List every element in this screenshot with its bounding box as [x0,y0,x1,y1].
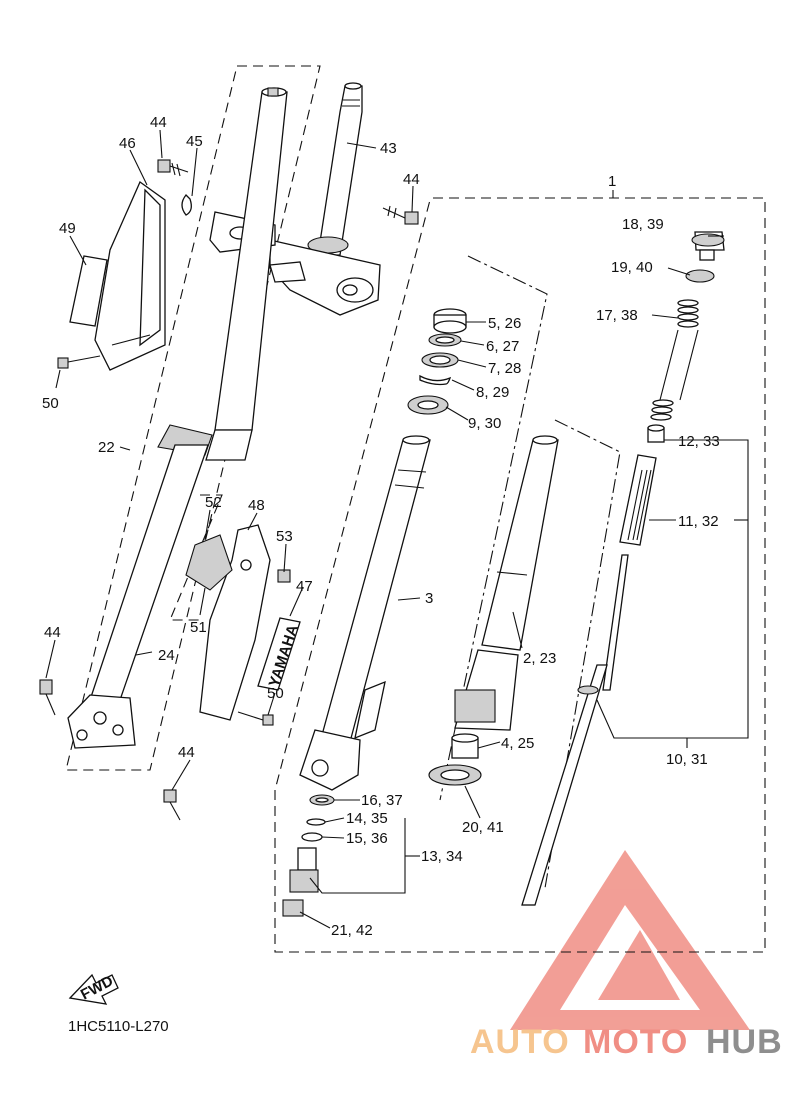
clip-8 [419,374,452,386]
callout-49: 49 [59,220,76,237]
washer-19 [685,269,715,283]
bracket-52 [185,534,252,591]
fork-guard-48 [199,524,271,721]
collar-12 [647,424,665,443]
callout-3: 3 [425,590,433,607]
number-plate-guard [94,181,166,371]
inner-parts-box [439,255,548,801]
callout-46: 46 [119,135,136,152]
ring-6 [428,333,462,347]
clip-45 [181,194,192,216]
watermark-hub: HUB [706,1023,783,1061]
callout-20-41: 20, 41 [462,819,504,836]
callout-12-33: 12, 33 [678,433,720,450]
fork-assembly-box [274,197,766,953]
damper-tube-2 [454,435,559,731]
callout-50-a: 50 [42,395,59,412]
bushing-4 [451,733,479,759]
callout-8-29: 8, 29 [476,384,509,401]
diagram-code: 1HC5110-L270 [68,1018,169,1035]
callout-4-25: 4, 25 [501,735,534,752]
callout-7-28: 7, 28 [488,360,521,377]
bolt-21 [282,899,304,917]
o-ring-16 [309,794,335,806]
bolt-44-upper-right [382,205,419,225]
callout-53: 53 [276,528,293,545]
watermark-triangle-core [598,930,680,1000]
o-ring-15 [301,832,323,842]
bolt-44-top [157,159,189,177]
callouts: 1 43 44 45 46 49 44 50 22 24 44 44 52 48… [42,114,720,939]
bushing-5 [433,308,467,334]
fwd-arrow: FWD [68,972,119,1005]
callout-10-31: 10, 31 [666,751,708,768]
callout-6-27: 6, 27 [486,338,519,355]
callout-44-b: 44 [403,171,420,188]
seal-20 [428,764,482,786]
callout-50-b: 50 [267,685,284,702]
callout-9-30: 9, 30 [468,415,501,432]
leader-lines [45,129,749,929]
sticker-47: YAMAHA [257,617,302,691]
callout-44-d: 44 [178,744,195,761]
callout-11-32: 11, 32 [678,513,719,530]
callout-1: 1 [608,173,616,190]
bolt-50-left [57,355,101,369]
sticker-49 [69,255,108,327]
damper-rod-10 [521,554,629,906]
callout-45: 45 [186,133,203,150]
callout-24: 24 [158,647,175,664]
callout-48: 48 [248,497,265,514]
dust-seal-9 [407,395,449,415]
callout-22: 22 [98,439,115,456]
steering-stem [269,82,381,316]
spring-17 [650,299,699,421]
bolt-50-right [237,711,274,726]
callout-13-34: 13, 34 [421,848,463,865]
callout-16-37: 16, 37 [361,792,403,809]
callout-51: 51 [190,619,207,636]
callout-5-26: 5, 26 [488,315,521,332]
spring-guide-11 [619,454,657,546]
bolt-44-left-lower [39,679,56,716]
watermark-logo [510,850,750,1030]
callout-44-c: 44 [44,624,61,641]
watermark-moto: MOTO [583,1023,688,1061]
outer-fork-group-box [65,65,321,771]
bolt-44-bottom [163,789,181,821]
inner-fork-tube-3 [299,435,431,791]
outer-fork-tube-left [67,87,288,749]
base-valve-13 [289,847,319,893]
callout-17-38: 17, 38 [596,307,638,324]
callout-18-39: 18, 39 [622,216,664,233]
callout-19-40: 19, 40 [611,259,653,276]
callout-52: 52 [205,494,222,511]
callout-14-35: 14, 35 [346,810,388,827]
seal-7 [421,352,459,368]
callout-43: 43 [380,140,397,157]
watermark-text: AUTO MOTO HUB [470,1023,783,1061]
callout-2-23: 2, 23 [523,650,556,667]
callout-21-42: 21, 42 [331,922,373,939]
callout-15-36: 15, 36 [346,830,388,847]
callout-44-a: 44 [150,114,167,131]
washer-14 [306,818,326,826]
watermark-auto: AUTO [470,1023,570,1061]
callout-47: 47 [296,578,313,595]
